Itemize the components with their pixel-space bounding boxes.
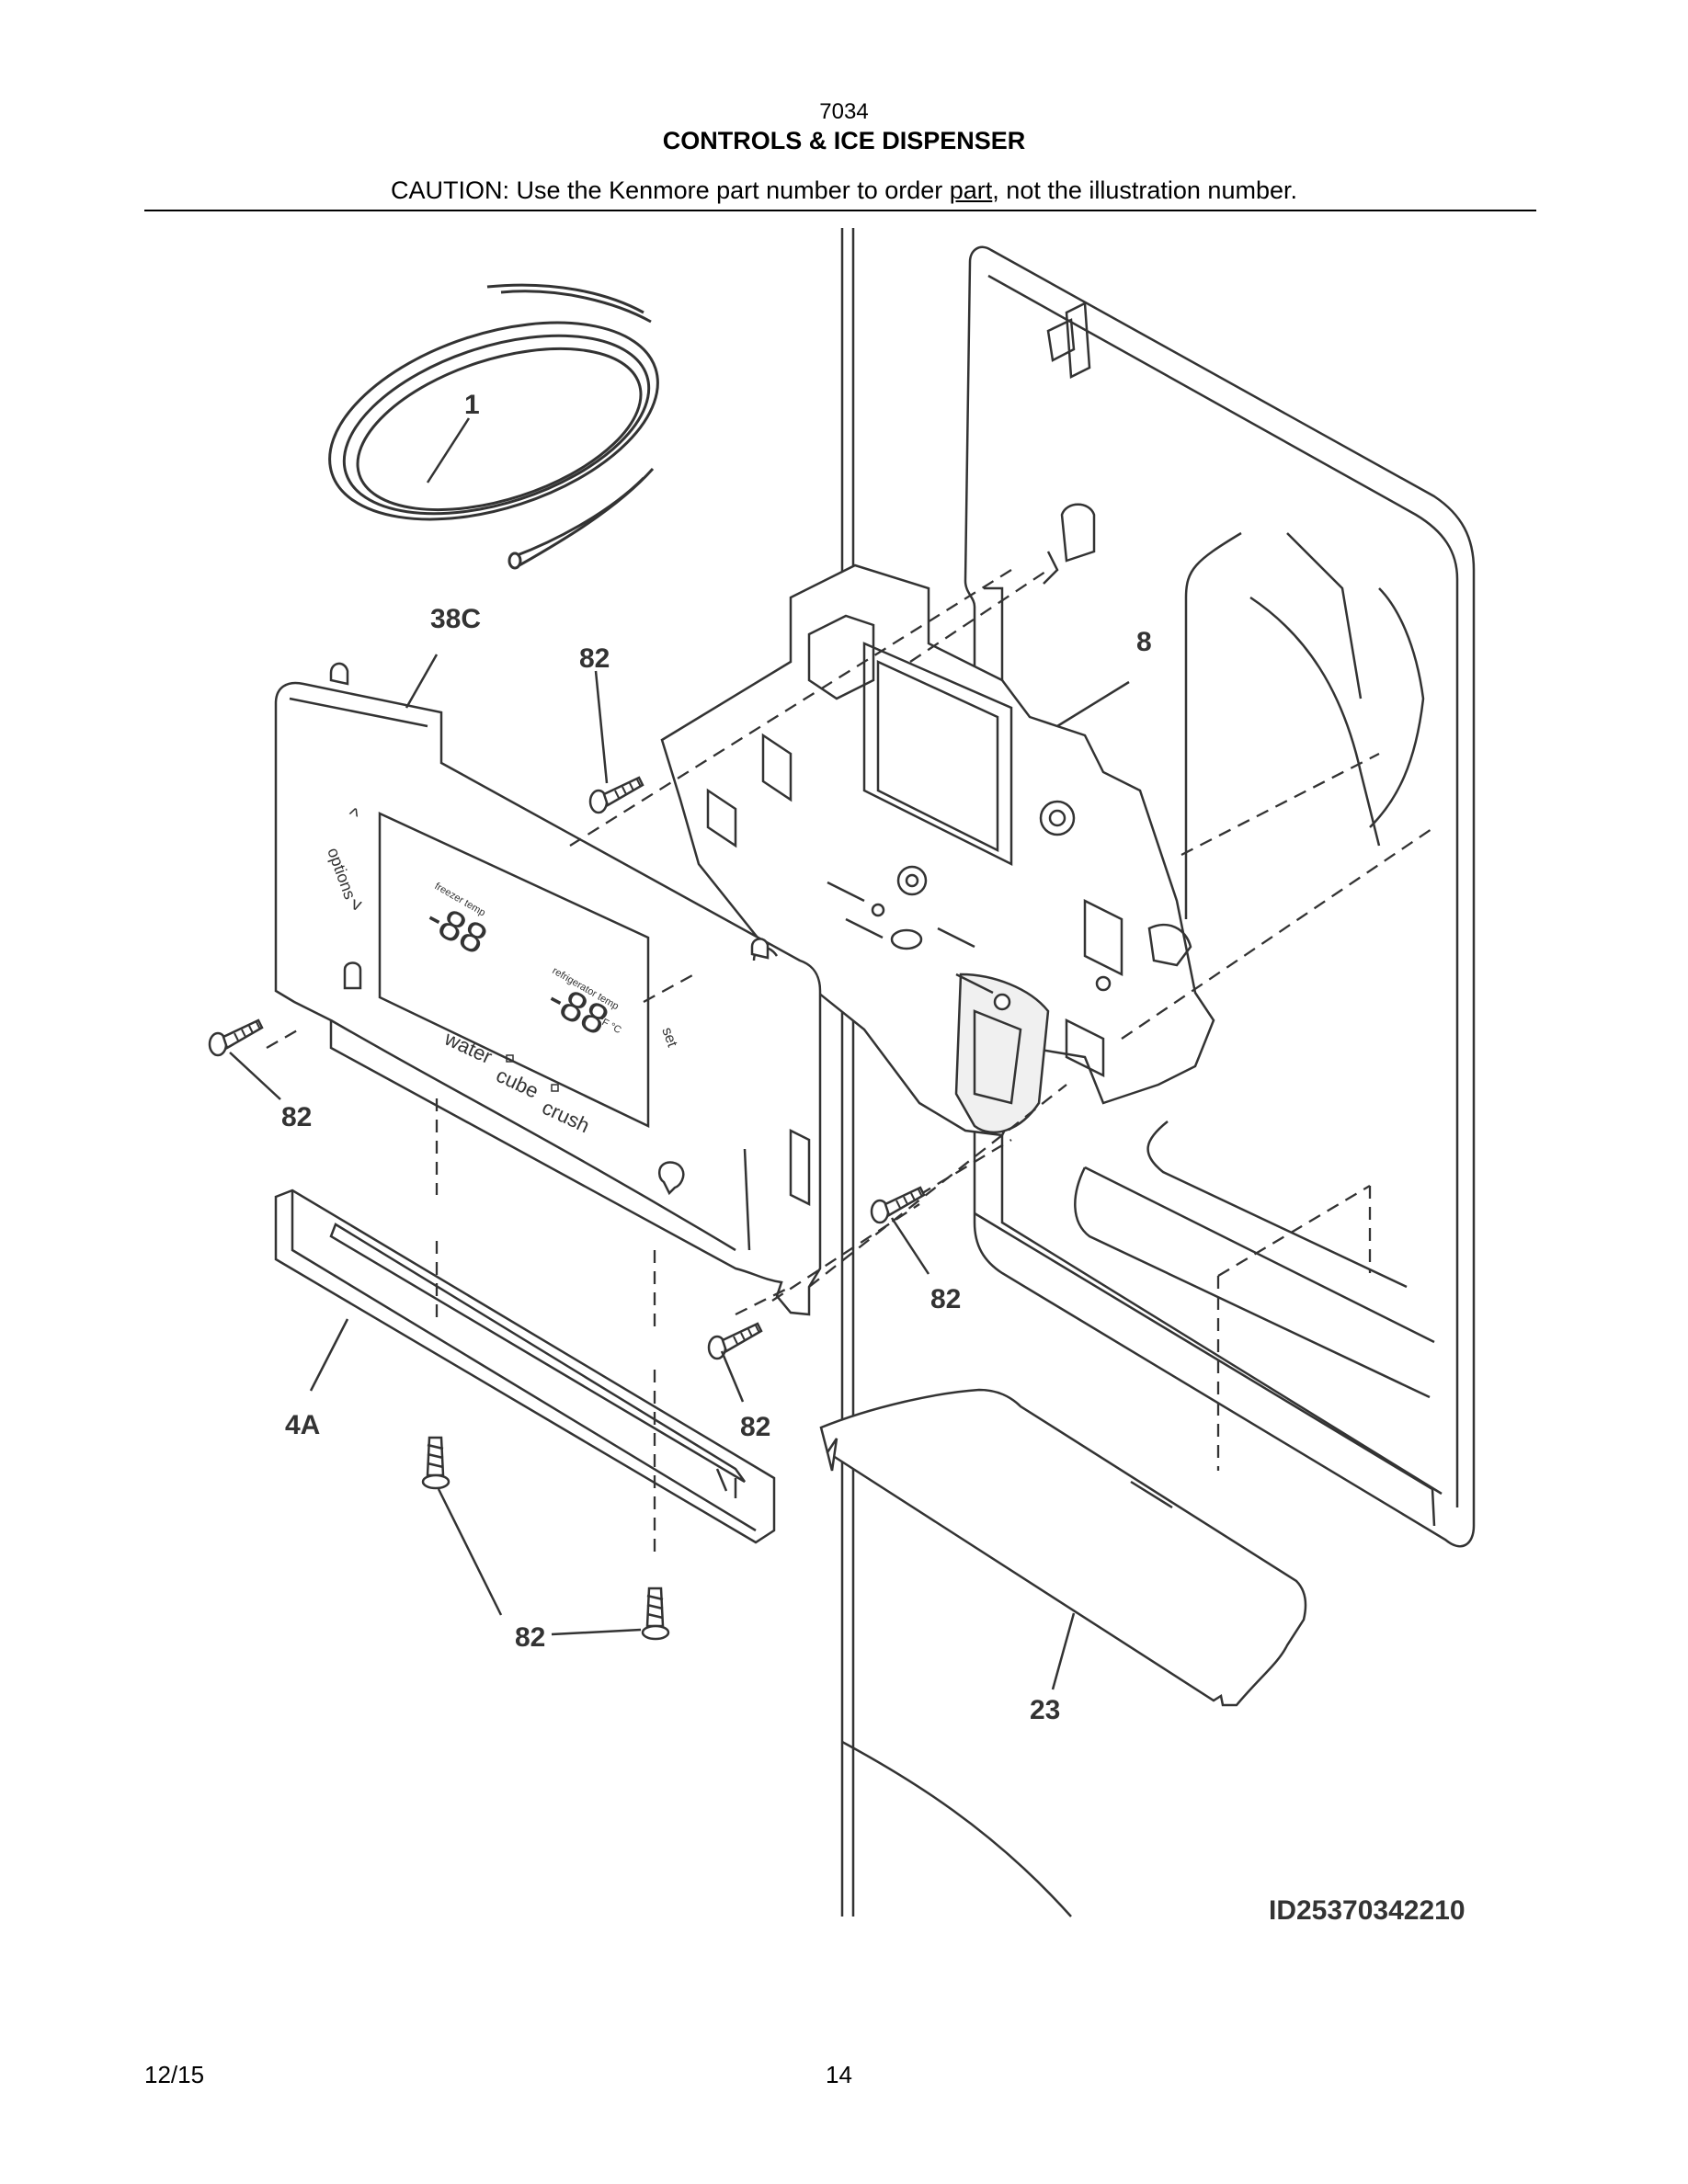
callout-dispenser-housing: 8 xyxy=(1136,627,1152,657)
drip-tray xyxy=(819,1388,1307,1707)
callout-tubing: 1 xyxy=(464,390,480,420)
screw-left xyxy=(208,1018,264,1057)
caution-text-end: , not the illustration number. xyxy=(992,176,1297,204)
screw-top xyxy=(588,776,644,814)
trim-strip xyxy=(274,1189,776,1544)
leader-housing xyxy=(1056,680,1130,728)
dispenser-housing-assembly xyxy=(660,563,1215,1137)
refrigerator-cabinet xyxy=(840,228,1476,1917)
water-tubing-coil xyxy=(328,283,659,570)
assembly-dashed-lines xyxy=(266,569,1435,1553)
header-rule xyxy=(144,210,1536,211)
caution-underlined: part xyxy=(949,176,993,204)
callout-screw-right-lower: 82 xyxy=(740,1412,770,1442)
cube-indicator xyxy=(551,1084,559,1092)
callout-screw-left: 82 xyxy=(281,1102,312,1132)
leader-panel xyxy=(405,654,439,709)
section-title: CONTROLS & ICE DISPENSER xyxy=(662,127,1026,154)
leader-tubing xyxy=(426,417,471,483)
leader-tray xyxy=(1051,1612,1076,1690)
diagram-id: ID25370342210 xyxy=(1269,1895,1466,1926)
callout-screw-right-upper: 82 xyxy=(930,1284,961,1314)
footer-date: 12/15 xyxy=(144,2061,205,2088)
screw-right-lower xyxy=(707,1322,763,1360)
leader-trim xyxy=(309,1318,349,1392)
callout-screw-top: 82 xyxy=(579,643,610,674)
footer-page-number: 14 xyxy=(826,2061,852,2088)
callout-labels: 1 38C 82 8 82 82 4A 82 82 23 ID253703422… xyxy=(281,390,1466,1926)
screw-bottom-right xyxy=(641,1587,670,1641)
callout-drip-tray: 23 xyxy=(1030,1695,1060,1725)
mounting-screws xyxy=(208,776,926,1641)
control-panel xyxy=(274,662,822,1316)
screw-bottom-left xyxy=(421,1436,451,1490)
screw-leaders xyxy=(229,670,930,1636)
water-indicator xyxy=(506,1054,514,1063)
set-button-label: set xyxy=(658,1026,679,1050)
caution-text: CAUTION: Use the Kenmore part number to … xyxy=(391,176,950,204)
callout-trim-strip: 4A xyxy=(285,1410,320,1440)
model-number: 7034 xyxy=(819,99,869,124)
callout-screw-bottom: 82 xyxy=(515,1622,545,1653)
caution-notice: CAUTION: Use the Kenmore part number to … xyxy=(0,176,1688,205)
callout-control-panel: 38C xyxy=(430,604,481,634)
